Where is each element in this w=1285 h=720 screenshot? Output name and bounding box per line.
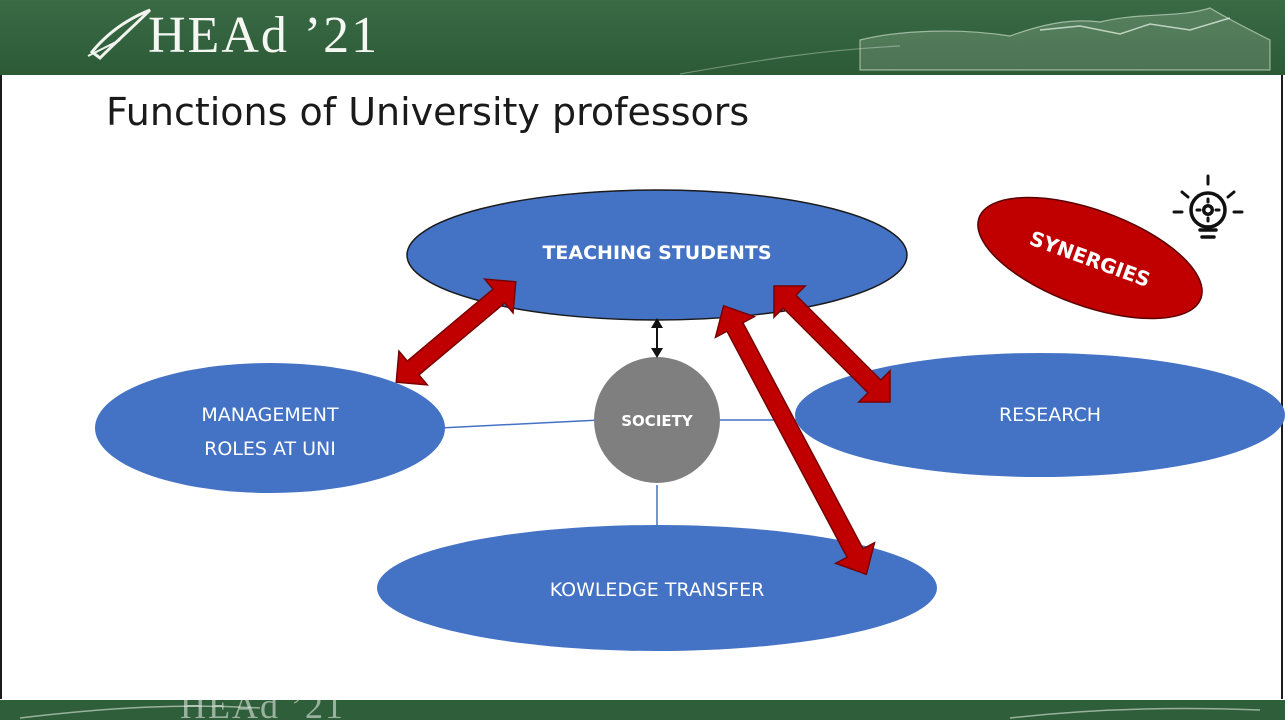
quill-icon <box>89 8 152 60</box>
label-management-line1: MANAGEMENT <box>201 404 339 426</box>
synergies-badge <box>977 196 1203 320</box>
footer-decoration <box>19 705 1261 719</box>
node-knowledge-transfer <box>377 525 937 651</box>
arrow-teaching-research <box>773 285 891 403</box>
brand-logo-text: HEAd ’21 <box>148 7 380 64</box>
arrowhead-up <box>651 318 663 328</box>
label-teaching-students: TEACHING STUDENTS <box>542 242 772 264</box>
label-research: RESEARCH <box>998 404 1102 426</box>
label-knowledge-transfer: KOWLEDGE TRANSFER <box>549 579 765 601</box>
slide-frame <box>0 75 1283 699</box>
arrow-teaching-management <box>395 278 517 386</box>
node-research <box>795 353 1285 477</box>
label-management-roles: MANAGEMENT ROLES AT UNI <box>110 398 430 466</box>
banner-decoration <box>87 7 1271 75</box>
node-management-roles <box>95 363 445 493</box>
connector-management-society <box>439 419 601 429</box>
footer-brand-text: HEAd ’21 <box>180 700 345 720</box>
arrowhead-down <box>651 348 663 358</box>
header-banner: HEAd ’21 <box>0 0 1285 75</box>
arrow-teaching-knowledge <box>714 304 876 576</box>
lightbulb-gear-icon <box>1172 174 1244 239</box>
slide-title: Functions of University professors <box>106 90 750 134</box>
node-society <box>594 357 720 483</box>
label-management-line2: ROLES AT UNI <box>204 438 336 460</box>
label-society: SOCIETY <box>621 412 693 430</box>
campus-sketch <box>859 7 1271 71</box>
quill-stroke <box>87 39 121 57</box>
footer-banner: HEAd ’21 <box>0 700 1285 720</box>
